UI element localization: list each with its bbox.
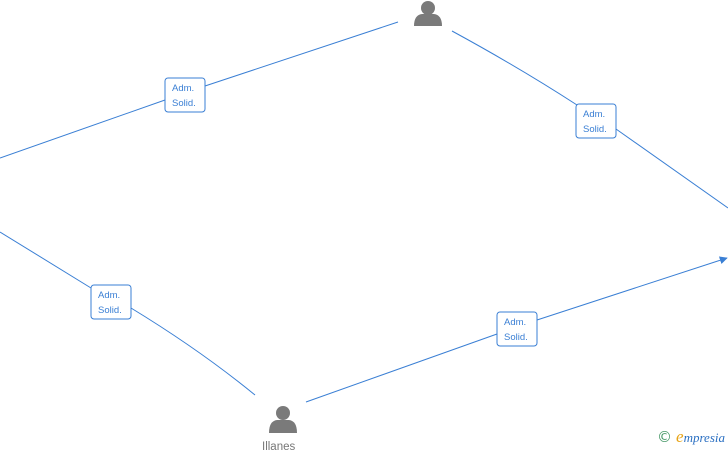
edge-label-line2: Solid.	[504, 332, 528, 343]
brand-name: mpresia	[683, 430, 725, 445]
edge-label-bottom-right[interactable]: Adm. Solid.	[496, 311, 538, 347]
edge-line-bottom-right	[305, 258, 727, 403]
edge-line-top-left	[0, 21, 399, 159]
person-icon	[269, 406, 297, 433]
edge-line-top-right	[451, 30, 728, 209]
edge-label-bottom-left[interactable]: Adm. Solid.	[90, 284, 132, 320]
person-name-label: Illanes	[262, 441, 295, 450]
edge-line-bottom-left	[0, 231, 256, 396]
brand-watermark: © empresia	[657, 427, 725, 447]
edge-label-line1: Adm.	[172, 83, 194, 94]
edge-label-line1: Adm.	[98, 290, 120, 301]
copyright-icon: ©	[657, 428, 673, 446]
person-icon	[414, 1, 442, 26]
edge-label-line2: Solid.	[583, 124, 607, 135]
brand-initial: e	[676, 427, 684, 446]
person-node-bottom[interactable]: Illanes	[262, 406, 297, 450]
brand-logo: empresia	[676, 427, 725, 447]
edge-label-line1: Adm.	[504, 317, 526, 328]
edge-label-line2: Solid.	[172, 98, 196, 109]
edge-label-top-right[interactable]: Adm. Solid.	[575, 103, 617, 139]
edge-label-line1: Adm.	[583, 109, 605, 120]
edge-label-line2: Solid.	[98, 305, 122, 316]
person-node-top[interactable]	[414, 1, 442, 26]
edge-label-top-left[interactable]: Adm. Solid.	[164, 77, 206, 113]
